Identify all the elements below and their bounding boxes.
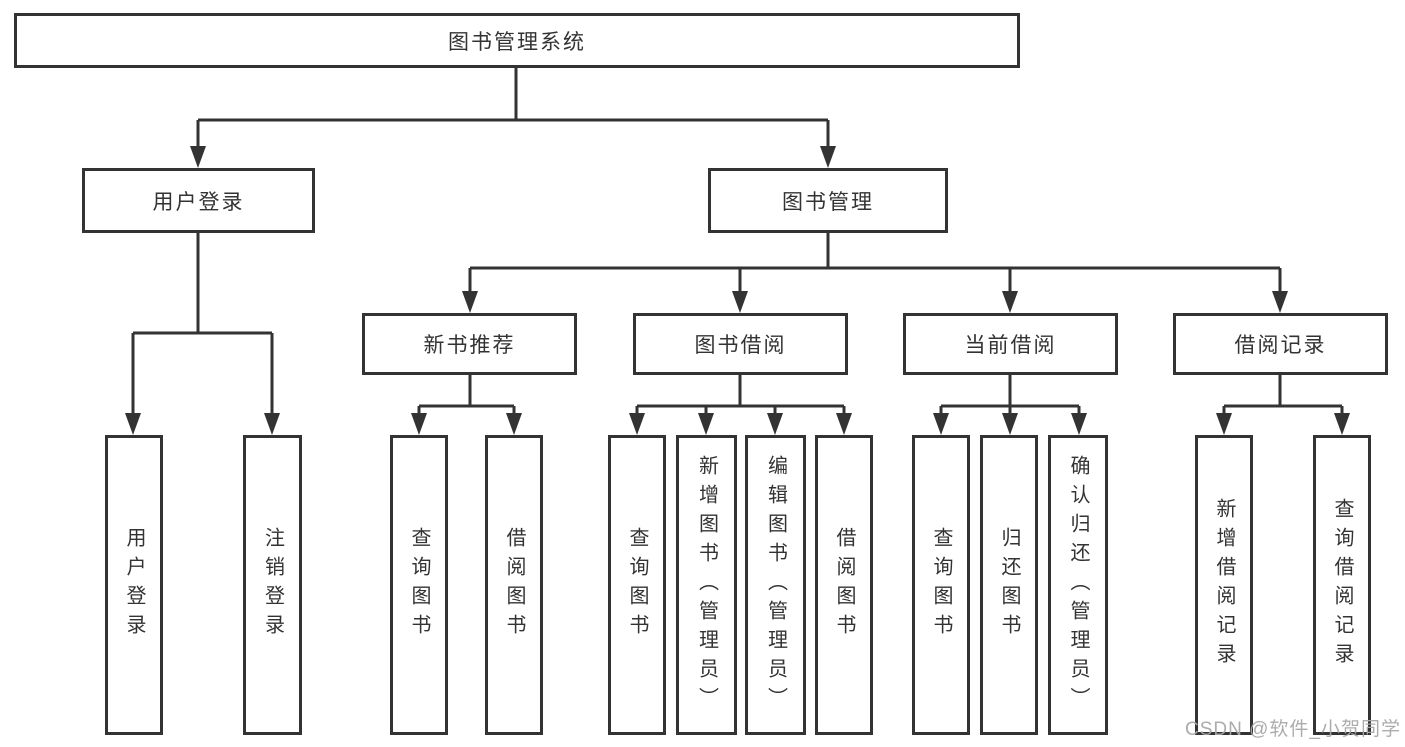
- leaf-borrow-books: 借阅图书: [815, 435, 873, 735]
- node-current-borrowing: 当前借阅: [903, 313, 1118, 375]
- node-new-book-recommendation: 新书推荐: [362, 313, 577, 375]
- tree-edges: [131, 68, 1344, 418]
- leaf-return-books: 归还图书: [980, 435, 1038, 735]
- node-borrowing-records: 借阅记录: [1173, 313, 1388, 375]
- leaf-add-borrow-record: 新增借阅记录: [1195, 435, 1253, 735]
- leaf-query-books-recommendation: 查询图书: [390, 435, 448, 735]
- node-library-management-system: 图书管理系统: [14, 13, 1020, 68]
- node-book-borrowing: 图书借阅: [633, 313, 848, 375]
- leaf-query-books-borrowing: 查询图书: [608, 435, 666, 735]
- csdn-watermark: CSDN @软件_小贺同学: [1185, 719, 1401, 740]
- arrowhead-icons: [125, 146, 1350, 435]
- leaf-borrow-books-recommendation: 借阅图书: [485, 435, 543, 735]
- leaf-logout: 注销登录: [243, 435, 302, 735]
- leaf-confirm-return-admin: 确认归还（管理员）: [1048, 435, 1108, 735]
- leaf-query-borrow-record: 查询借阅记录: [1313, 435, 1371, 735]
- leaf-edit-books-admin: 编辑图书（管理员）: [745, 435, 806, 735]
- node-user-login: 用户登录: [82, 168, 315, 233]
- leaf-add-books-admin: 新增图书（管理员）: [676, 435, 737, 735]
- leaf-user-login: 用户登录: [105, 435, 163, 735]
- leaf-query-books-current: 查询图书: [912, 435, 970, 735]
- node-book-management: 图书管理: [708, 168, 948, 233]
